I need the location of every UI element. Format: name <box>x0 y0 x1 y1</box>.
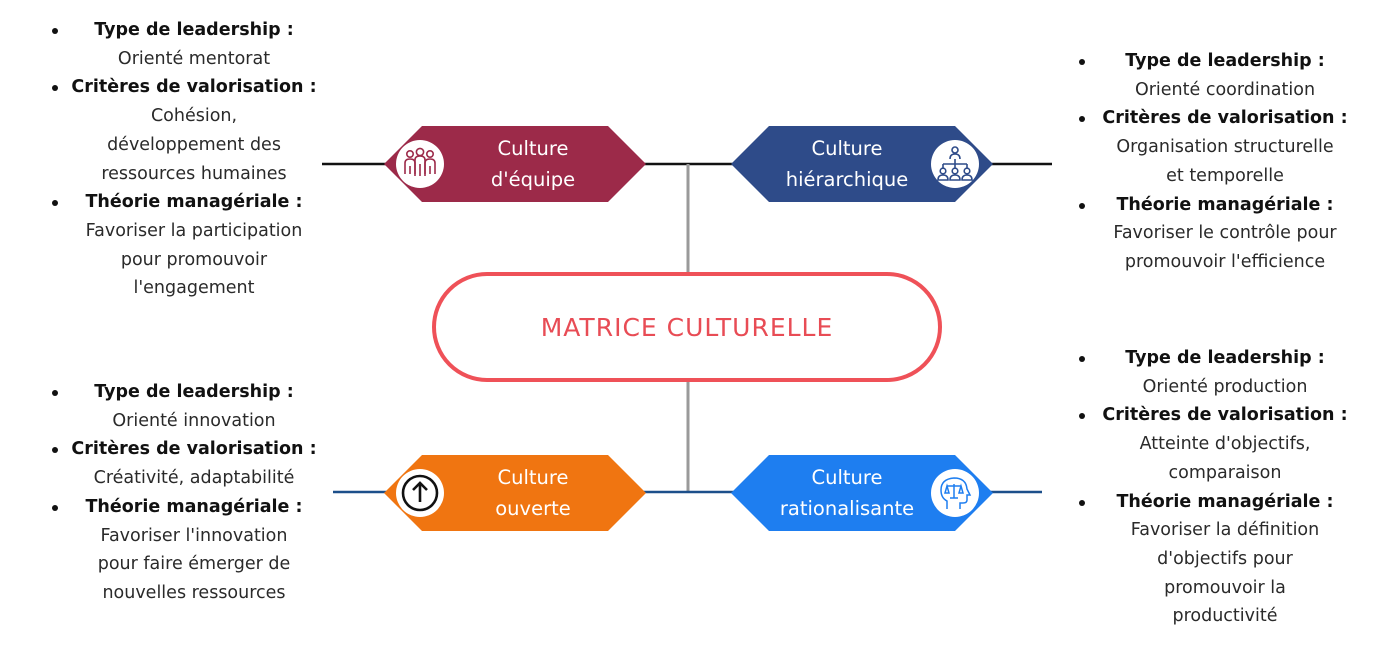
theory-key: Théorie managériale : <box>1079 488 1360 517</box>
leadership-key: Type de leadership : <box>1079 47 1360 76</box>
theory-value: d'objectifs pour <box>1157 548 1293 569</box>
culture-equipe-node: Culture d'équipe <box>384 126 646 202</box>
theory-key: Théorie managériale : <box>1079 191 1360 220</box>
hierarchy-icon <box>931 140 979 188</box>
theory-value: pour faire émerger de <box>97 554 291 575</box>
leadership-value: Orienté mentorat <box>117 48 271 69</box>
criteria-value: Créativité, adaptabilité <box>93 468 295 489</box>
theory-value: nouvelles ressources <box>102 582 286 603</box>
criteria-value: développement des <box>107 134 281 155</box>
panel-culture-equipe: Type de leadership : Orienté mentorat Cr… <box>52 16 326 303</box>
panel-culture-hierarchique: Type de leadership : Orienté coordinatio… <box>1079 47 1360 277</box>
theory-value: productivité <box>1172 606 1278 627</box>
leadership-value: Orienté production <box>1142 376 1308 397</box>
culture-hierarchique-node: Culture hiérarchique <box>731 126 993 202</box>
criteria-value: Organisation structurelle <box>1116 137 1334 158</box>
center-title-pill: MATRICE CULTURELLE <box>432 272 942 382</box>
criteria-key: Critères de valorisation : <box>52 435 326 464</box>
theory-key: Théorie managériale : <box>52 493 326 522</box>
culture-rationalisante-node: Culture rationalisante <box>731 455 993 531</box>
power-up-icon <box>396 469 444 517</box>
leadership-key: Type de leadership : <box>52 16 326 45</box>
criteria-key: Critères de valorisation : <box>1079 104 1360 133</box>
theory-value: pour promouvoir <box>120 249 268 270</box>
criteria-key: Critères de valorisation : <box>52 73 326 102</box>
leadership-key: Type de leadership : <box>52 378 326 407</box>
culture-hierarchique-label: Culture hiérarchique <box>785 137 909 191</box>
theory-value: promouvoir l'efficience <box>1124 251 1326 272</box>
center-title: MATRICE CULTURELLE <box>540 312 834 342</box>
theory-value: l'engagement <box>133 278 255 299</box>
criteria-value: comparaison <box>1168 462 1282 483</box>
theory-value: promouvoir la <box>1164 577 1286 598</box>
panel-culture-ouverte: Type de leadership : Orienté innovation … <box>52 378 326 608</box>
culture-rationalisante-label: Culture rationalisante <box>779 466 915 520</box>
theory-value: Favoriser le contrôle pour <box>1113 223 1337 244</box>
theory-value: Favoriser la définition <box>1130 520 1320 541</box>
criteria-value: ressources humaines <box>101 163 287 184</box>
culture-ouverte-node: Culture ouverte <box>384 455 646 531</box>
leadership-value: Orienté coordination <box>1134 79 1316 100</box>
criteria-value: Atteinte d'objectifs, <box>1139 434 1311 455</box>
leadership-key: Type de leadership : <box>1079 344 1360 373</box>
culture-equipe-label: Culture d'équipe <box>490 137 576 191</box>
panel-culture-rationalisante: Type de leadership : Orienté production … <box>1079 344 1360 631</box>
leadership-value: Orienté innovation <box>112 410 276 431</box>
head-scales-icon <box>931 469 979 517</box>
criteria-key: Critères de valorisation : <box>1079 401 1360 430</box>
theory-value: Favoriser la participation <box>85 220 303 241</box>
team-icon <box>396 140 444 188</box>
criteria-value: Cohésion, <box>150 106 238 127</box>
criteria-value: et temporelle <box>1166 165 1284 186</box>
theory-key: Théorie managériale : <box>52 188 326 217</box>
theory-value: Favoriser l'innovation <box>100 525 288 546</box>
culture-ouverte-label: Culture ouverte <box>495 466 571 520</box>
